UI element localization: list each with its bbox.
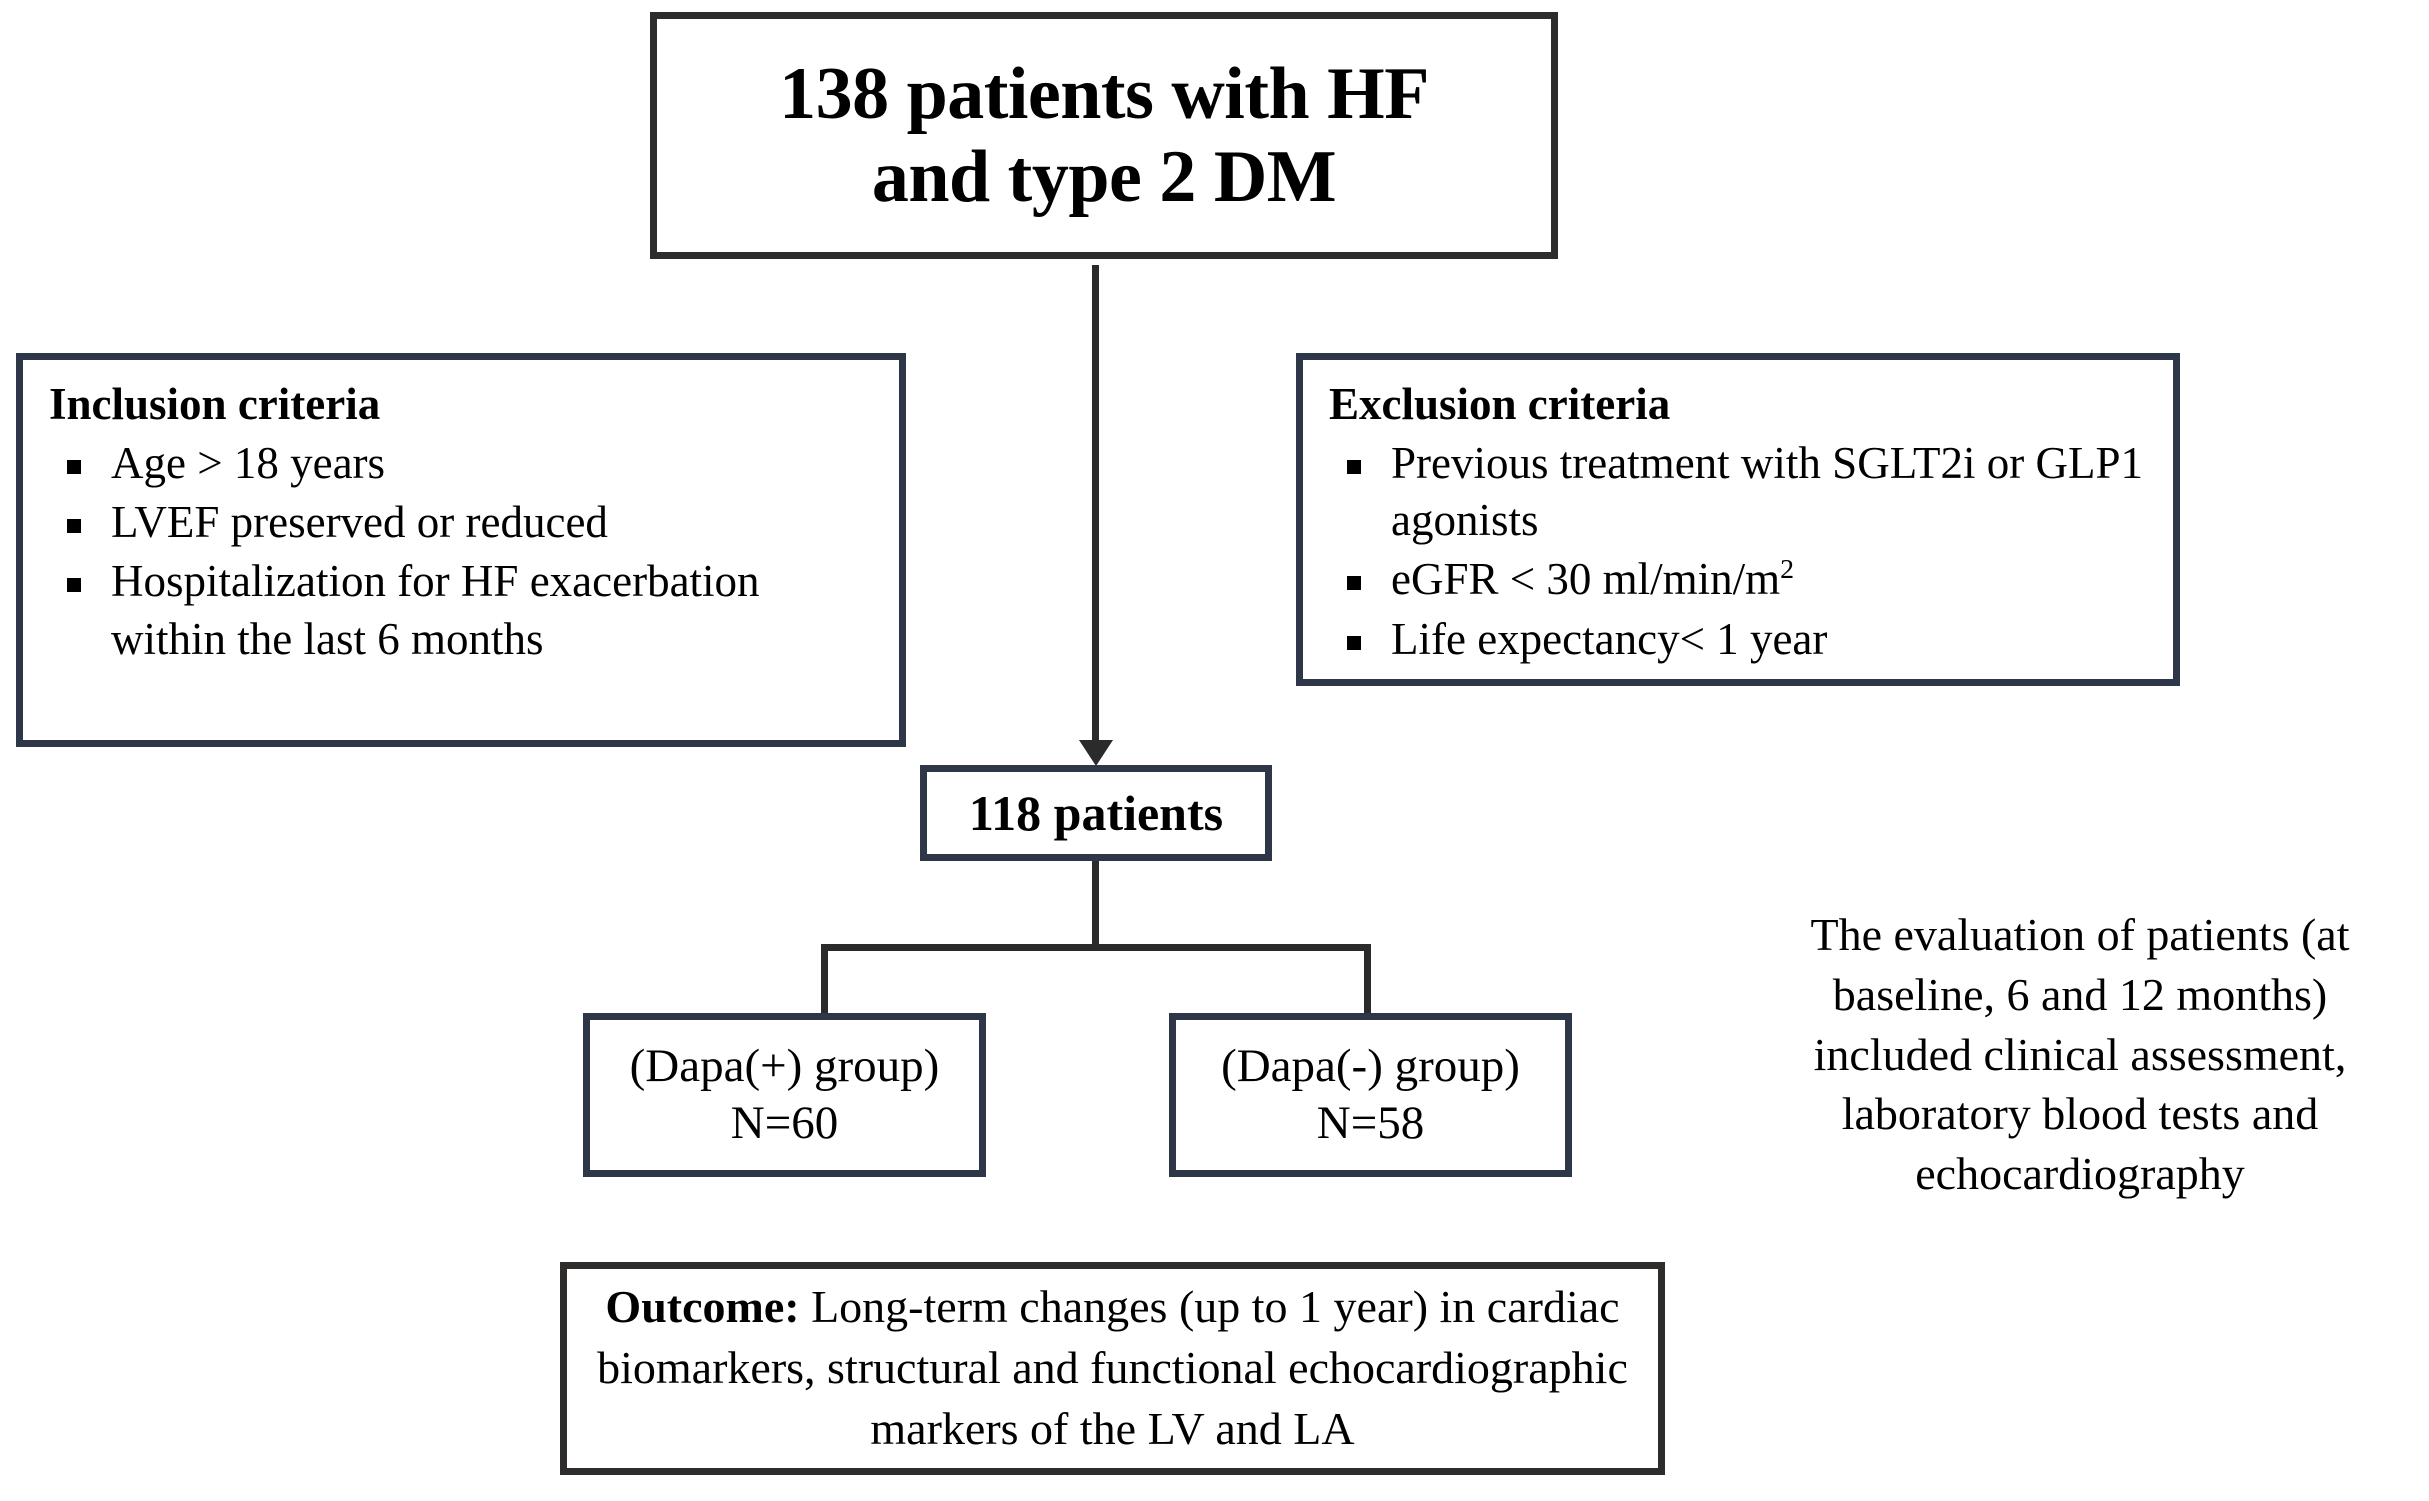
inclusion-item-text: Age > 18 years: [111, 438, 386, 489]
dapa-negative-group-count: N=58: [1316, 1097, 1425, 1149]
list-item: Life expectancy< 1 year: [1329, 611, 2147, 668]
title-line-1: 138 patients with HF: [779, 52, 1429, 135]
connector-branch-right-drop: [1364, 944, 1371, 1016]
inclusion-item-text: Hospitalization for HF exacerbation with…: [111, 556, 760, 664]
square-bullet-icon: [67, 578, 81, 593]
title-box: 138 patients with HF and type 2 DM: [650, 12, 1558, 259]
list-item: LVEF preserved or reduced: [49, 494, 873, 551]
dapa-positive-group-name: (Dapa(+) group): [629, 1039, 940, 1092]
list-item: Age > 18 years: [49, 435, 873, 492]
inclusion-item-text: LVEF preserved or reduced: [111, 497, 608, 548]
title-line-2: and type 2 DM: [871, 135, 1337, 218]
square-bullet-icon: [67, 519, 81, 534]
connector-branch-horizontal: [821, 944, 1371, 951]
exclusion-item-egfr: eGFR < 30 ml/min/m: [1391, 554, 1781, 605]
evaluation-note: The evaluation of patients (at baseline,…: [1810, 909, 2350, 1200]
outcome-label: Outcome:: [605, 1281, 800, 1333]
connector-branch-left-drop: [821, 944, 828, 1016]
connector-patients-stub: [1092, 861, 1099, 948]
dapa-negative-group-box: (Dapa(-) group) N=58: [1169, 1013, 1572, 1177]
dapa-positive-group-box: (Dapa(+) group) N=60: [583, 1013, 986, 1177]
dapa-negative-group-text: (Dapa(-) group) N=58: [1221, 1038, 1520, 1153]
title-text: 138 patients with HF and type 2 DM: [761, 53, 1447, 219]
list-item: eGFR < 30 ml/min/m2: [1329, 551, 2147, 608]
exclusion-criteria-heading: Exclusion criteria: [1329, 379, 1671, 429]
exclusion-item-text: Previous treatment with SGLT2i or GLP1 a…: [1391, 438, 2144, 546]
inclusion-criteria-list: Age > 18 years LVEF preserved or reduced…: [49, 435, 873, 668]
dapa-positive-group-count: N=60: [730, 1097, 839, 1149]
dapa-negative-group-name: (Dapa(-) group): [1221, 1039, 1520, 1092]
square-bullet-icon: [1347, 576, 1361, 591]
list-item: Hospitalization for HF exacerbation with…: [49, 553, 873, 667]
connector-title-to-patients: [1092, 265, 1099, 745]
inclusion-criteria-heading: Inclusion criteria: [49, 379, 381, 429]
outcome-description: Long-term changes (up to 1 year) in card…: [597, 1281, 1628, 1454]
inclusion-criteria-box: Inclusion criteria Age > 18 years LVEF p…: [16, 353, 906, 747]
square-bullet-icon: [1347, 460, 1361, 475]
outcome-box: Outcome: Long-term changes (up to 1 year…: [560, 1262, 1665, 1475]
patients-count-label: 118 patients: [968, 785, 1224, 841]
arrowhead-to-patients: [1079, 740, 1113, 766]
exclusion-criteria-box: Exclusion criteria Previous treatment wi…: [1296, 353, 2180, 686]
dapa-positive-group-text: (Dapa(+) group) N=60: [630, 1038, 940, 1153]
square-bullet-icon: [1347, 635, 1361, 650]
list-item: Previous treatment with SGLT2i or GLP1 a…: [1329, 435, 2147, 549]
exclusion-criteria-list: Previous treatment with SGLT2i or GLP1 a…: [1329, 435, 2147, 668]
exclusion-item-life-expectancy: Life expectancy< 1 year: [1391, 613, 1828, 664]
outcome-text: Outcome: Long-term changes (up to 1 year…: [567, 1277, 1658, 1459]
patients-count-box: 118 patients: [920, 765, 1272, 861]
exclusion-item-egfr-superscript: 2: [1780, 554, 1795, 586]
square-bullet-icon: [67, 460, 81, 475]
